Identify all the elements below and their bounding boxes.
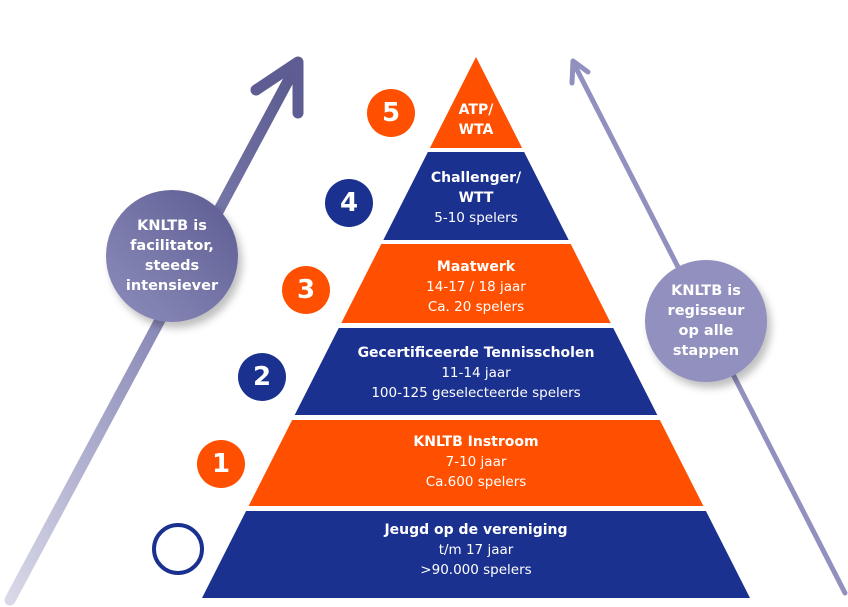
regisseur-bubble: KNLTB is regisseur op alle stappen bbox=[645, 260, 767, 382]
layer-title: KNLTB Instroom bbox=[413, 434, 539, 450]
layer-detail: 7-10 jaar bbox=[445, 454, 507, 470]
level-2-badge: 2 bbox=[238, 353, 286, 401]
layer-detail: t/m 17 jaar bbox=[438, 542, 514, 558]
layer-detail: 14-17 / 18 jaar bbox=[426, 279, 526, 295]
pyramid-layer-3 bbox=[341, 244, 611, 323]
bubble-line: KNLTB is bbox=[137, 218, 207, 234]
layer-detail: 11-14 jaar bbox=[441, 365, 511, 381]
bubble-line: KNLTB is bbox=[671, 283, 741, 299]
layer-4-text: Challenger/ WTT 5-10 spelers bbox=[376, 168, 576, 228]
pyramid-layer-1 bbox=[248, 420, 704, 506]
level-3-badge: 3 bbox=[282, 266, 330, 314]
facilitator-bubble: KNLTB is facilitator, steeds intensiever bbox=[106, 190, 238, 322]
layer-detail: >90.000 spelers bbox=[420, 562, 532, 578]
layer-title: Maatwerk bbox=[436, 259, 516, 275]
layer-2-text: Gecertificeerde Tennisscholen 11-14 jaar… bbox=[276, 343, 676, 403]
level-5-badge: 5 bbox=[367, 89, 415, 137]
layer-5-text: ATP/ WTA bbox=[426, 100, 526, 140]
layer-title: WTT bbox=[458, 190, 494, 206]
bubble-line: facilitator, bbox=[130, 238, 214, 254]
layer-title: WTA bbox=[458, 122, 494, 138]
layer-title: Challenger/ bbox=[430, 170, 522, 186]
layer-title: Jeugd op de vereniging bbox=[384, 522, 568, 538]
pyramid-layer-4 bbox=[383, 152, 569, 240]
layer-1-text: KNLTB Instroom 7-10 jaar Ca.600 spelers bbox=[326, 432, 626, 492]
pyramid-layer-2 bbox=[294, 328, 658, 415]
level-4-badge: 4 bbox=[325, 179, 373, 227]
bubble-line: stappen bbox=[672, 343, 740, 359]
layer-detail: Ca. 20 spelers bbox=[427, 299, 525, 315]
pyramid-layer-5 bbox=[429, 57, 523, 148]
level-1-badge: 1 bbox=[197, 440, 245, 488]
pyramid-layer-0 bbox=[202, 511, 750, 598]
layer-detail: 100-125 geselecteerde spelers bbox=[371, 385, 581, 401]
layer-0-text: Jeugd op de vereniging t/m 17 jaar >90.0… bbox=[326, 520, 626, 580]
layer-detail: Ca.600 spelers bbox=[425, 474, 527, 490]
layer-title: ATP/ bbox=[458, 102, 494, 118]
bubble-line: intensiever bbox=[125, 278, 219, 294]
layer-detail: 5-10 spelers bbox=[434, 210, 518, 226]
layer-3-text: Maatwerk 14-17 / 18 jaar Ca. 20 spelers bbox=[326, 257, 626, 317]
level-0-ring-badge bbox=[152, 523, 204, 575]
bubble-line: op alle bbox=[678, 323, 734, 339]
bubble-line: steeds bbox=[144, 258, 200, 274]
left-arrow-icon bbox=[4, 56, 304, 606]
bubble-line: regisseur bbox=[667, 303, 745, 319]
layer-title: Gecertificeerde Tennisscholen bbox=[357, 345, 595, 361]
